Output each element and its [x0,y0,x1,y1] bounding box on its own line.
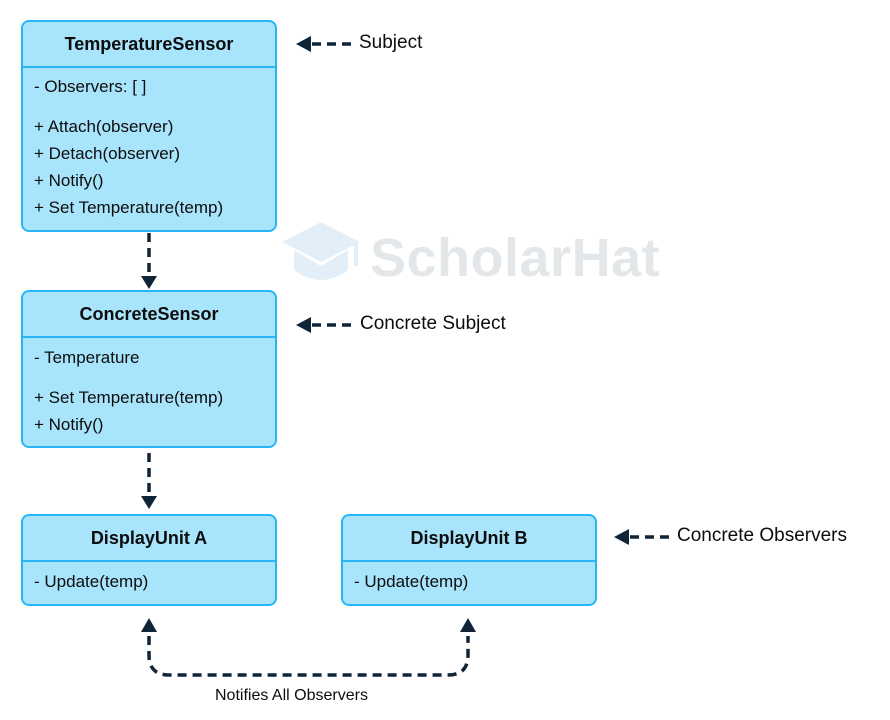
method: + Detach(observer) [34,144,180,163]
method: + Set Temperature(temp) [34,388,224,407]
arrowhead-down-2 [141,496,157,509]
annot-observers-arrowhead [614,529,629,545]
method: + Notify() [34,171,104,190]
class-title: ConcreteSensor [23,292,275,338]
methods-section: + Set Temperature(temp) + Notify() [23,371,275,438]
graduation-cap-icon [282,222,360,280]
class-title: TemperatureSensor [23,22,275,68]
notify-observers-line [147,636,470,677]
annotation-concrete-subject: Concrete Subject [360,313,506,334]
class-title: DisplayUnit A [23,516,275,562]
class-box-concrete-sensor: ConcreteSensor - Temperature + Set Tempe… [21,290,277,448]
watermark: ScholarHat [280,218,660,298]
attributes-section: - Temperature [23,338,275,371]
method: + Set Temperature(temp) [34,198,224,217]
notifies-label: Notifies All Observers [215,687,368,704]
methods-section: + Attach(observer) + Detach(observer) + … [23,100,275,221]
class-title: DisplayUnit B [343,516,595,562]
class-box-temperature-sensor: TemperatureSensor - Observers: [ ] + Att… [21,20,277,232]
annotation-subject: Subject [359,32,423,53]
method: - Update(temp) [34,572,149,591]
attribute: - Observers: [ ] [34,77,147,96]
method: - Update(temp) [354,572,469,591]
method: + Attach(observer) [34,117,174,136]
methods-section: - Update(temp) [343,562,595,595]
class-box-display-unit-a: DisplayUnit A - Update(temp) [21,514,277,606]
attribute: - Temperature [34,348,140,367]
arrowhead-down-1 [141,276,157,289]
attributes-section: - Observers: [ ] [23,68,275,100]
annot-subject-arrowhead [296,36,311,52]
class-box-display-unit-b: DisplayUnit B - Update(temp) [341,514,597,606]
annotation-concrete-observers: Concrete Observers [677,525,848,546]
method: + Notify() [34,415,104,434]
methods-section: - Update(temp) [23,562,275,595]
arrowhead-up-a [141,618,157,632]
arrowhead-up-b [460,618,476,632]
watermark-text: ScholarHat [370,228,661,288]
annot-concrete-subject-arrowhead [296,317,311,333]
